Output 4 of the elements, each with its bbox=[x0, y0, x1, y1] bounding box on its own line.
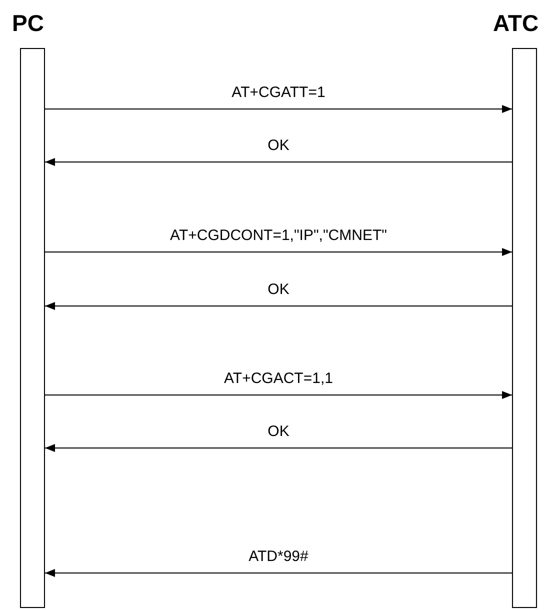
lifeline-heading: PC bbox=[12, 10, 44, 36]
message-label: AT+CGDCONT=1,"IP","CMNET" bbox=[168, 227, 389, 245]
lifeline-heading: ATC bbox=[493, 10, 539, 36]
message-label: AT+CGACT=1,1 bbox=[222, 370, 335, 388]
